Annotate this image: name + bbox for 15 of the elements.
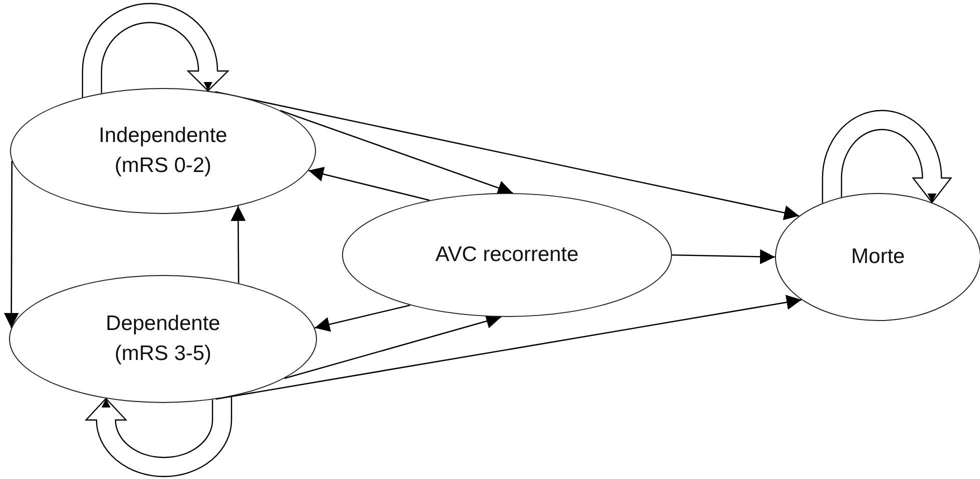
state-label: AVC recorrente bbox=[435, 242, 579, 268]
transition-arrow bbox=[314, 304, 410, 332]
transition-arrow bbox=[280, 110, 514, 196]
transition-arrow bbox=[4, 160, 19, 328]
state-label: Morte bbox=[851, 244, 905, 270]
self-loop-arrow bbox=[85, 396, 232, 477]
transition-arrow bbox=[672, 249, 776, 264]
transition-arrow bbox=[230, 206, 246, 284]
state-label: Independente (mRS 0-2) bbox=[98, 122, 228, 179]
transition-arrow bbox=[216, 294, 802, 400]
transition-arrow bbox=[308, 166, 430, 201]
transition-arrow bbox=[215, 91, 800, 220]
self-loop-arrow bbox=[822, 110, 952, 204]
self-loop-arrow bbox=[82, 3, 229, 98]
state-label: Dependente (mRS 3-5) bbox=[104, 310, 222, 367]
